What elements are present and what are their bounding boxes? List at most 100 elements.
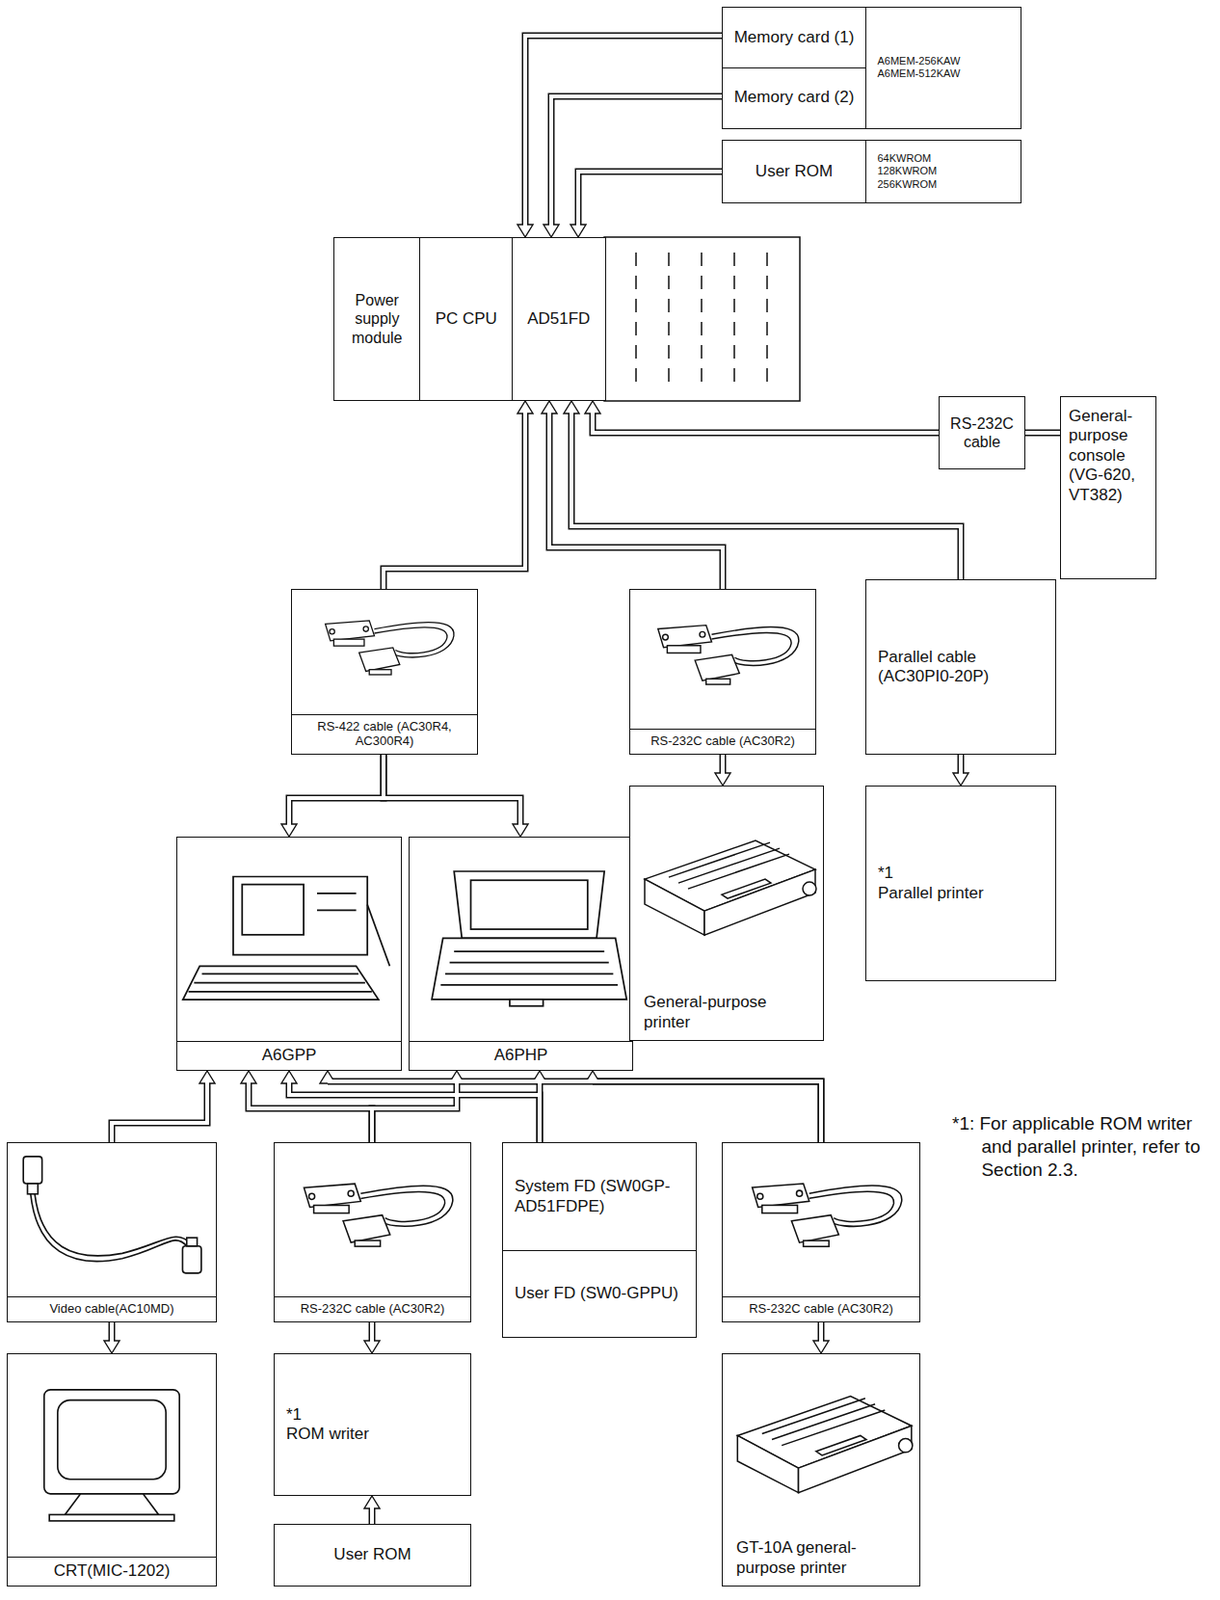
cable-picture-part (369, 669, 392, 675)
ad51fd-module: AD51FD (511, 237, 607, 401)
node-label: A6PHP (409, 1040, 633, 1070)
floppy-box: System FD (SW0GP-AD51FDPE) (502, 1141, 697, 1251)
node-label: *1 (286, 1405, 302, 1425)
hollow-arrowhead (953, 772, 969, 786)
cable-picture-part (303, 1183, 361, 1207)
cable-picture-part (762, 1204, 798, 1213)
printer-box: GT-10A general-purpose printer (721, 1352, 921, 1587)
printer-picture-part (668, 842, 790, 889)
hollow-arrowhead (570, 224, 586, 238)
node-label: PC CPU (435, 309, 498, 329)
cable-picture-part (363, 626, 369, 632)
connector-core (1025, 430, 1061, 435)
cable-picture-part (757, 1193, 764, 1199)
connector-core (248, 1082, 372, 1143)
cable-picture-part (309, 1193, 316, 1199)
node-label: GT-10A general-purpose printer (722, 1534, 901, 1586)
cable-box: Video cable(AC10MD) (6, 1141, 217, 1323)
double-line-connector (578, 171, 722, 225)
hollow-arrowhead (512, 823, 529, 837)
node-label: Parallel cable (AC30PI0-20P) (877, 647, 1046, 688)
slot-line (766, 252, 769, 386)
video-picture-part (27, 1183, 39, 1194)
printer-picture-part (644, 878, 705, 935)
footnote: *1: For applicable ROM writer and parall… (952, 1112, 1213, 1181)
connector-core (383, 754, 521, 826)
gpp-picture-part (233, 876, 368, 955)
double-line-connector (383, 754, 521, 824)
gpp-picture (177, 839, 401, 1037)
node-label: RS-232C cable (945, 414, 1019, 451)
printer-picture (722, 1355, 920, 1531)
crt-picture-part (57, 1400, 166, 1480)
hollow-arrowhead (563, 400, 580, 414)
slot-dividers (636, 252, 768, 386)
printer-picture-part (816, 1434, 867, 1455)
connector-core (958, 754, 963, 775)
hollow-arrowhead (199, 1070, 215, 1084)
gpp-picture-part (241, 884, 304, 935)
printer-picture-part (802, 881, 817, 896)
connector-core (551, 96, 722, 227)
programmer-unit: A6PHP (408, 836, 634, 1071)
crt-picture-part (44, 1389, 180, 1494)
crt-picture (7, 1355, 216, 1553)
power-module: Power supply module (333, 237, 422, 401)
hollow-arrowhead (281, 823, 297, 837)
crt-picture-part (49, 1513, 175, 1520)
hollow-arrowhead (813, 1340, 829, 1353)
node-label: ROM writer (286, 1424, 370, 1444)
connector-core (525, 35, 722, 227)
slot-area (604, 237, 800, 401)
php-picture-part (431, 937, 627, 1000)
cable-picture-part (663, 634, 669, 640)
node-label: General-purpose printer (630, 988, 823, 1040)
node-label: RS-232C cable (AC30R2) (722, 1296, 920, 1322)
double-line-connector (549, 413, 723, 589)
cable-box: Parallel cable (AC30PI0-20P) (865, 579, 1057, 755)
node-label: RS-422 cable (AC30R4, AC300R4) (291, 714, 478, 754)
node-label: System FD (SW0GP-AD51FDPE) (514, 1176, 687, 1217)
connector-core (592, 1081, 822, 1142)
rom-slot: User ROM (721, 139, 867, 204)
node-label: Memory card (2) (734, 87, 855, 107)
cable-picture-part (666, 645, 701, 654)
node-label: 256KWROM (877, 178, 938, 191)
double-line-connector (592, 1081, 822, 1142)
slot-line (635, 252, 637, 386)
printer-picture-part (721, 878, 771, 899)
printer-picture-part (704, 869, 816, 935)
node-label: A6MEM-256KAW (877, 54, 961, 68)
double-line-connector (525, 35, 722, 225)
double-line-connector (571, 413, 961, 580)
cable-picture-part (347, 1190, 354, 1196)
cable-box: RS-232C cable (AC30R2) (273, 1141, 472, 1323)
node-label: CRT(MIC-1202) (7, 1556, 216, 1586)
hollow-arrowhead (715, 772, 731, 786)
hollow-arrowhead (584, 400, 601, 414)
hollow-arrowhead (543, 224, 559, 238)
arrowheads (104, 224, 969, 1509)
double-line-connector (111, 1083, 208, 1142)
cable-box: RS-232C cable (AC30R2) (629, 588, 817, 755)
cable-picture-part (803, 1240, 830, 1247)
connector-core (371, 1082, 457, 1143)
crt-picture-part (64, 1493, 159, 1515)
connector-core (592, 412, 939, 434)
gpp-picture-part (183, 965, 379, 1000)
cable-picture-part (329, 629, 335, 635)
gpp-picture-part (317, 908, 357, 911)
connector-core (111, 1082, 208, 1143)
connector-core (549, 412, 723, 590)
slot-line (733, 252, 736, 386)
floppy-box: User FD (SW0-GPPU) (502, 1249, 697, 1338)
connector-core (537, 1082, 542, 1143)
node-label: Video cable(AC10MD) (7, 1296, 216, 1322)
video-picture-part (182, 1246, 201, 1274)
hollow-arrowhead (240, 1070, 257, 1084)
connector-cores (111, 35, 1061, 1524)
cable-picture-part (694, 654, 740, 681)
php-picture-part (440, 951, 618, 985)
rom-box: User ROM (273, 1523, 472, 1587)
connector-core (578, 171, 722, 227)
